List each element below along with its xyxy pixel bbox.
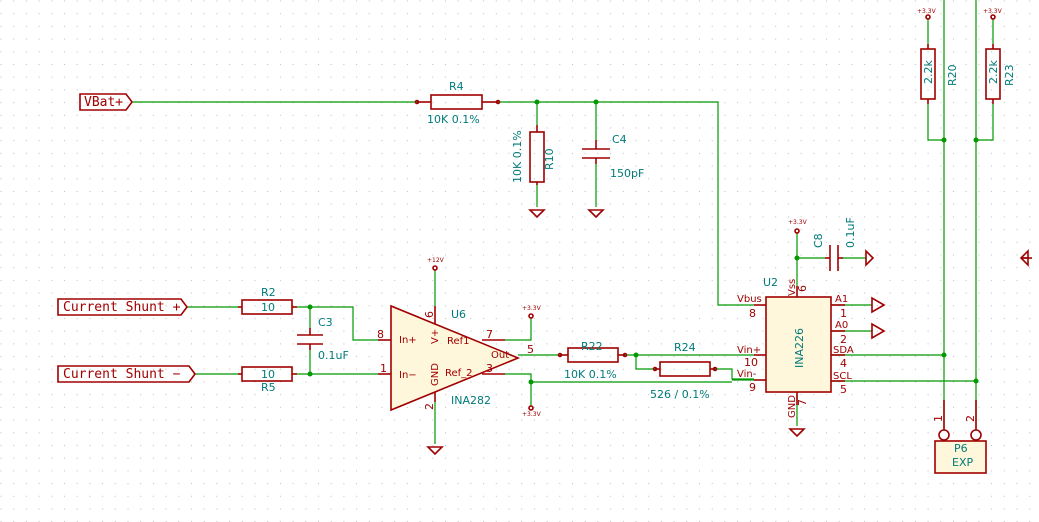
svg-text:2: 2: [840, 333, 847, 346]
svg-text:In−: In−: [399, 370, 417, 381]
svg-text:Vin+: Vin+: [737, 345, 761, 356]
resistor-r24[interactable]: R24 526 / 0.1%: [650, 341, 718, 401]
svg-text:4: 4: [840, 357, 847, 370]
svg-text:1: 1: [380, 362, 387, 375]
r5-value: 10: [261, 368, 275, 381]
resistor-r22[interactable]: R22 10K 0.1%: [557, 340, 628, 381]
resistor-r10[interactable]: R10 10K 0.1%: [511, 125, 556, 185]
label-shunt-neg[interactable]: Current Shunt −: [57, 365, 196, 383]
label-shunt-pos-text: Current Shunt +: [63, 300, 181, 315]
r22-value: 10K 0.1%: [564, 368, 617, 381]
r4-value: 10K 0.1%: [427, 113, 480, 126]
svg-text:Vss: Vss: [787, 279, 798, 296]
gnd-symbols: [426, 209, 1032, 456]
junctions: [307, 99, 979, 385]
c8-value: 0.1uF: [844, 217, 857, 248]
ic-u2[interactable]: U2 INA226 Vbus Vin+ Vin- Vss GND A1 A0 S…: [737, 276, 854, 418]
c3-value: 0.1uF: [318, 349, 349, 362]
r10-ref: R10: [543, 148, 556, 170]
power-3v3-r23: +3.3V: [983, 8, 1003, 20]
p6-ref: P6: [954, 442, 968, 455]
r22-ref: R22: [581, 340, 603, 353]
r20-value: 2.2k: [922, 60, 935, 84]
svg-text:+3.3V: +3.3V: [983, 8, 1003, 15]
u2-ref: U2: [763, 276, 778, 289]
svg-text:8: 8: [377, 328, 384, 341]
c4-value: 150pF: [610, 167, 644, 180]
u2-value: INA226: [793, 328, 806, 368]
c3-ref: C3: [318, 316, 333, 329]
svg-text:10: 10: [744, 356, 758, 369]
resistor-r5[interactable]: 10 R5: [238, 366, 297, 394]
c4-ref: C4: [612, 133, 627, 146]
resistor-r2[interactable]: R2 10: [238, 286, 297, 315]
r5-ref: R5: [261, 381, 276, 394]
svg-text:8: 8: [749, 307, 756, 320]
svg-text:V+: V+: [430, 329, 441, 344]
svg-text:A1: A1: [835, 294, 848, 305]
svg-text:7: 7: [486, 328, 493, 341]
svg-text:Ref1: Ref1: [447, 336, 470, 347]
svg-text:GND: GND: [430, 363, 441, 386]
r2-value: 10: [261, 301, 275, 314]
r24-value: 526 / 0.1%: [650, 388, 710, 401]
connector-p6[interactable]: 1 2 P6 EXP: [932, 400, 987, 474]
r23-ref: R23: [1003, 64, 1016, 86]
capacitor-c4[interactable]: C4 150pF: [582, 133, 644, 180]
r4-ref: R4: [449, 80, 464, 93]
svg-text:5: 5: [840, 383, 847, 396]
label-vbat[interactable]: VBat+: [79, 93, 133, 111]
svg-text:+3.3V: +3.3V: [917, 8, 937, 15]
r24-ref: R24: [674, 341, 696, 354]
p12v-label: +12V: [427, 257, 445, 264]
svg-text:2: 2: [964, 415, 977, 422]
resistor-r23[interactable]: 2.2k R23: [985, 44, 1016, 104]
capacitor-c8[interactable]: C8 0.1uF: [812, 217, 857, 271]
svg-text:+3.3V: +3.3V: [522, 305, 542, 312]
svg-text:SDA: SDA: [833, 345, 854, 356]
svg-text:+3.3V: +3.3V: [522, 411, 542, 418]
svg-text:GND: GND: [787, 395, 798, 418]
label-shunt-neg-text: Current Shunt −: [63, 367, 181, 382]
r20-ref: R20: [946, 64, 959, 86]
label-vbat-text: VBat+: [84, 95, 123, 110]
svg-text:1: 1: [840, 307, 847, 320]
svg-text:6: 6: [796, 285, 809, 292]
svg-text:3: 3: [486, 362, 493, 375]
svg-text:+3.3V: +3.3V: [788, 219, 808, 226]
svg-text:SCL: SCL: [833, 371, 852, 382]
power-3v3-r20: +3.3V: [917, 8, 937, 20]
svg-text:Out: Out: [491, 350, 509, 361]
resistor-r4[interactable]: R4 10K 0.1%: [414, 80, 501, 126]
u6-ref: U6: [451, 308, 466, 321]
svg-text:Vin-: Vin-: [737, 369, 757, 380]
power-3v3-ref1: +3.3V: [522, 305, 542, 319]
r10-value: 10K 0.1%: [511, 130, 524, 183]
svg-text:6: 6: [423, 311, 436, 318]
svg-text:In+: In+: [399, 335, 417, 346]
u6-value: INA282: [451, 394, 491, 407]
resistor-r20[interactable]: 2.2k R20: [920, 44, 959, 104]
capacitor-c3[interactable]: C3 0.1uF: [297, 316, 349, 362]
arrow-outputs: [871, 296, 886, 340]
svg-text:5: 5: [527, 343, 534, 356]
power-3v3-u2: +3.3V: [788, 219, 808, 234]
p6-value: EXP: [952, 456, 973, 469]
label-shunt-pos[interactable]: Current Shunt +: [57, 298, 188, 316]
power-3v3-ref2: +3.3V: [522, 405, 542, 418]
svg-text:1: 1: [932, 415, 945, 422]
r23-value: 2.2k: [987, 60, 1000, 84]
r2-ref: R2: [261, 286, 276, 299]
svg-text:A0: A0: [835, 320, 848, 331]
svg-text:2: 2: [423, 403, 436, 410]
ic-u6[interactable]: U6 INA282 In+ In− V+ GND Ref1 Ref_2 Out …: [377, 304, 534, 412]
svg-text:9: 9: [749, 381, 756, 394]
svg-text:7: 7: [796, 399, 809, 406]
c8-ref: C8: [812, 233, 825, 248]
power-12v: +12V: [427, 257, 445, 271]
svg-text:Ref_2: Ref_2: [445, 368, 473, 379]
svg-text:Vbus: Vbus: [737, 294, 762, 305]
